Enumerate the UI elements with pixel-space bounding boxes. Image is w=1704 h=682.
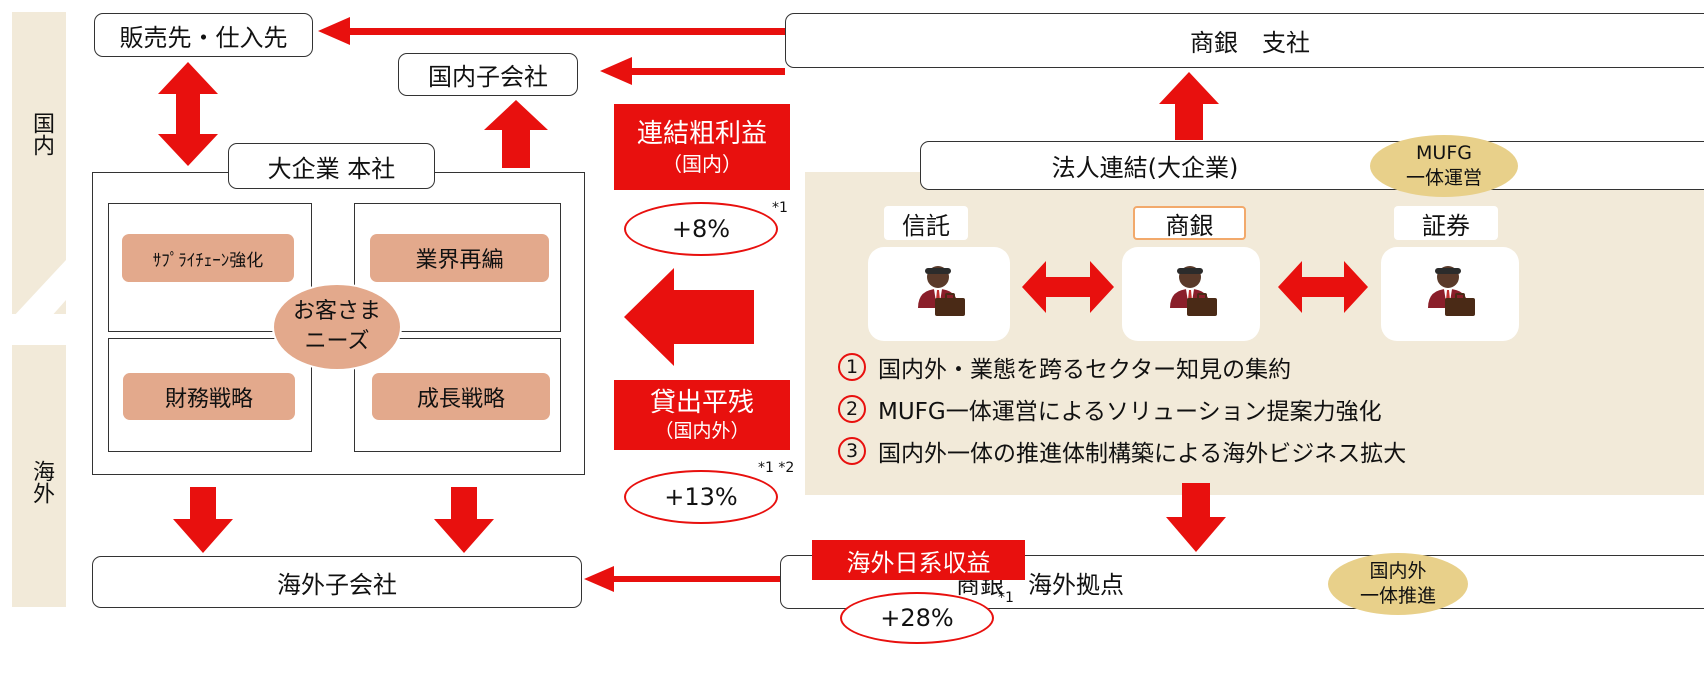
- arrow-branch-to-domestic-subsidiary-head: [600, 57, 632, 85]
- strategy-point-3-text: 国内外一体の推進体制構築による海外ビジネス拡大: [878, 441, 1407, 467]
- strategy-point-2: 2 MUFG一体運営によるソリューション提案力強化: [838, 392, 1382, 426]
- strategy-point-3-number: 3: [838, 437, 866, 465]
- metric-overseas-japanese-note: *1: [998, 590, 1014, 606]
- arrow-bank-securities: [1278, 261, 1368, 313]
- global-unified-line1: 国内外: [1369, 560, 1427, 582]
- strategy-point-2-text: MUFG一体運営によるソリューション提案力強化: [878, 399, 1382, 425]
- metric-gross-profit-label: 連結粗利益 （国内）: [614, 104, 790, 190]
- arrow-consolidated-to-branch: [1159, 72, 1219, 140]
- strategy-point-2-number: 2: [838, 395, 866, 423]
- metric-loan-balance-note: *1 *2: [758, 460, 795, 476]
- customers-suppliers-box: 販売先・仕入先: [94, 13, 313, 57]
- need-financial-strategy: 財務戦略: [123, 373, 295, 420]
- arrow-trust-bank: [1022, 261, 1114, 313]
- person-with-briefcase-icon-securities: [1427, 265, 1476, 317]
- need-supply-chain: ｻﾌﾟﾗｲﾁｪｰﾝ強化: [122, 234, 294, 282]
- strategy-point-1-text: 国内外・業態を跨るセクター知見の集約: [878, 357, 1292, 383]
- mufg-unified-line2: 一体運営: [1405, 167, 1482, 189]
- metric-overseas-japanese-value: +28%: [840, 592, 994, 644]
- group-tab-securities: 証券: [1394, 206, 1498, 240]
- metric-gross-profit-value: +8%: [624, 202, 778, 256]
- domestic-subsidiary-box: 国内子会社: [398, 53, 578, 96]
- metric-gross-profit-title: 連結粗利益: [636, 119, 767, 149]
- arrow-group-to-overseas-branch: [1166, 483, 1226, 552]
- arrow-group-to-hq: [624, 268, 754, 366]
- strategy-point-1-number: 1: [838, 353, 866, 381]
- region-label-overseas: 海外: [29, 460, 54, 504]
- corporate-consolidated-box: 法人連結(大企業): [920, 141, 1704, 190]
- customer-needs-center: お客さまニーズ: [274, 285, 400, 369]
- arrow-branch-to-domestic-subsidiary: [628, 68, 785, 75]
- region-band-overseas: [12, 345, 66, 607]
- group-tab-trust: 信託: [884, 206, 968, 240]
- person-with-briefcase-icon-bank: [1169, 265, 1218, 317]
- metric-loan-balance-sub: （国内外）: [654, 420, 750, 442]
- arrow-overseas-branch-to-subsidiary: [612, 576, 785, 582]
- region-label-domestic: 国内: [29, 112, 54, 156]
- mufg-unified-badge: MUFG 一体運営: [1370, 135, 1518, 197]
- arrow-hq-to-domestic-subsidiary: [484, 100, 548, 168]
- arrow-hq-to-overseas-1: [173, 487, 233, 553]
- metric-loan-balance-title: 貸出平残: [649, 388, 754, 418]
- need-growth-strategy: 成長戦略: [372, 373, 550, 420]
- person-with-briefcase-icon-trust: [917, 265, 966, 317]
- global-unified-line2: 一体推進: [1359, 585, 1436, 607]
- arrow-branch-to-customers: [345, 28, 785, 35]
- strategy-point-3: 3 国内外一体の推進体制構築による海外ビジネス拡大: [838, 434, 1406, 468]
- arrow-branch-to-customers-head: [318, 17, 350, 45]
- metric-overseas-japanese-label: 海外日系収益: [812, 540, 1025, 580]
- arrow-hq-to-overseas-2: [434, 487, 494, 553]
- hq-title-box: 大企業 本社: [228, 143, 435, 189]
- arrow-overseas-branch-to-subsidiary-head: [584, 566, 614, 592]
- strategy-point-1: 1 国内外・業態を跨るセクター知見の集約: [838, 350, 1291, 384]
- overseas-subsidiary-box: 海外子会社: [92, 556, 582, 608]
- mufg-unified-line1: MUFG: [1416, 142, 1472, 164]
- global-unified-badge: 国内外 一体推進: [1328, 553, 1468, 615]
- group-tab-bank: 商銀: [1133, 206, 1246, 240]
- metric-gross-profit-sub: （国内）: [662, 152, 742, 176]
- metric-gross-profit-note: *1: [772, 200, 788, 216]
- metric-loan-balance-value: +13%: [624, 470, 778, 524]
- bank-branch-box: 商銀 支社: [785, 13, 1704, 68]
- arrow-customers-hq: [158, 62, 218, 166]
- need-industry-realignment: 業界再編: [370, 234, 549, 282]
- metric-loan-balance-label: 貸出平残 （国内外）: [614, 380, 790, 450]
